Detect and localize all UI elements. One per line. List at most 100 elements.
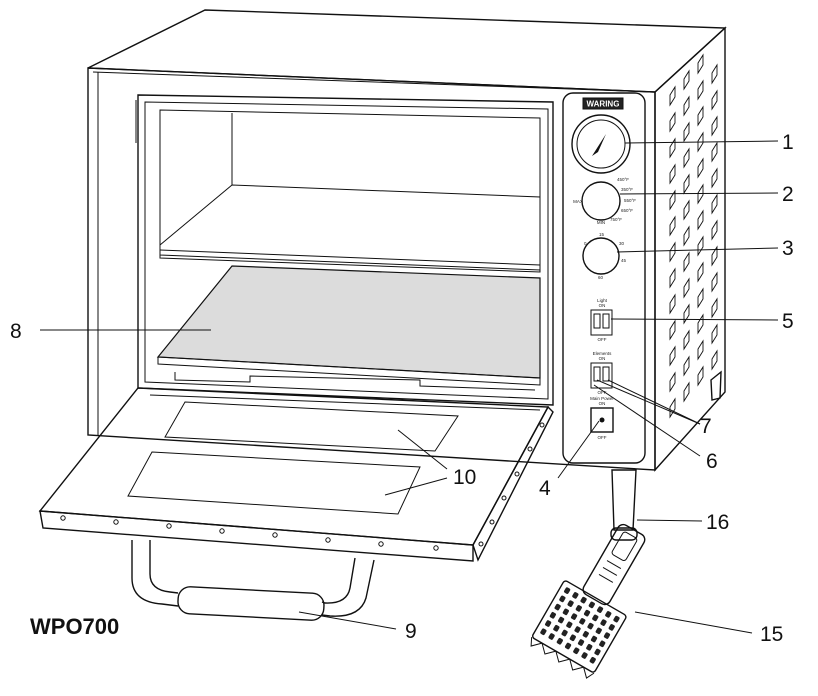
callout-15: 15	[760, 623, 783, 646]
label-elements-off: OFF	[598, 390, 607, 395]
vent-hole	[697, 261, 704, 283]
light-switches[interactable]: Light ON OFF	[590, 298, 613, 342]
bristle	[545, 620, 552, 627]
bristle	[589, 656, 596, 664]
label-main-off: OFF	[598, 435, 607, 440]
callout-9: 9	[405, 620, 417, 643]
bristle	[548, 633, 555, 640]
vent-hole	[697, 209, 704, 231]
brand-logo: WARING	[587, 100, 620, 109]
label-max: MAX	[573, 199, 583, 204]
bristle	[570, 613, 578, 620]
pizza-stone	[156, 265, 541, 379]
vent-hole	[697, 79, 704, 101]
bristle	[566, 621, 573, 629]
brush-bristles	[540, 587, 620, 664]
label-elements-on: ON	[599, 356, 606, 361]
label-light: Light	[597, 298, 608, 303]
bristle	[599, 640, 606, 648]
bristle	[588, 601, 595, 609]
vent-hole	[711, 115, 718, 137]
bristle	[559, 595, 566, 603]
main-power-switch[interactable]: Main Power ON OFF	[590, 396, 614, 440]
bristle	[564, 642, 572, 650]
bristle	[587, 622, 594, 630]
leader-lines	[40, 140, 779, 634]
label-timer-60: 60	[598, 275, 604, 280]
bristle	[583, 609, 591, 617]
label-temp-b: 350°F	[621, 187, 633, 192]
bristle	[572, 592, 579, 599]
vent-hole	[697, 313, 704, 335]
label-main-power: Main Power	[590, 396, 614, 401]
label-elements: Elements	[593, 351, 613, 356]
timer-knob[interactable]: 0 15 30 45 60	[582, 232, 627, 280]
vent-hole	[697, 339, 704, 361]
bristle	[594, 648, 601, 656]
vent-hole	[669, 85, 676, 107]
brand-badge	[582, 97, 624, 110]
callout-3: 3	[782, 237, 794, 260]
bristle	[590, 635, 598, 643]
callout-16: 16	[706, 511, 729, 534]
label-timer-15: 15	[599, 232, 605, 237]
vent-hole	[683, 303, 690, 325]
vent-hole	[683, 173, 690, 195]
bristle	[564, 587, 571, 594]
bristle	[562, 608, 569, 616]
vent-hole	[697, 157, 704, 179]
door-rivets	[60, 422, 545, 551]
vent-hole	[697, 235, 704, 257]
bristle	[549, 612, 556, 619]
vent-hole	[711, 193, 718, 215]
vent-hole	[669, 241, 676, 263]
vent-hole	[669, 111, 676, 133]
label-temp-e: 750°F	[610, 217, 622, 222]
bristle	[600, 619, 607, 626]
bristle	[581, 652, 588, 659]
oven-body	[87, 9, 727, 541]
callout-5: 5	[782, 310, 794, 333]
thermostat-knob[interactable]: MAX MIN 450°F 350°F 550°F 650°F 750°F	[573, 177, 636, 225]
callout-2: 2	[782, 183, 794, 206]
vent-hole	[669, 137, 676, 159]
vent-hole	[683, 147, 690, 169]
vent-hole	[683, 329, 690, 351]
bristle	[603, 632, 611, 639]
element-switches[interactable]: Elements ON OFF	[590, 351, 613, 395]
label-timer-30: 30	[619, 241, 625, 246]
label-timer-45: 45	[621, 258, 627, 263]
vent-hole	[697, 365, 704, 387]
door-handle[interactable]	[131, 540, 375, 621]
vent-hole	[683, 69, 690, 91]
bristle	[573, 647, 580, 655]
vent-hole	[683, 277, 690, 299]
vent-hole	[669, 163, 676, 185]
vent-hole	[711, 219, 718, 241]
vent-hole	[683, 199, 690, 221]
vent-hole	[669, 215, 676, 237]
vent-hole	[697, 53, 704, 75]
bristle	[592, 614, 599, 622]
vent-hole	[683, 381, 690, 403]
bristle	[575, 605, 582, 612]
vent-hole	[711, 297, 718, 319]
label-temp-d: 650°F	[621, 208, 633, 213]
temperature-gauge	[571, 114, 631, 174]
bristle	[540, 628, 547, 636]
vent-hole	[711, 323, 718, 345]
callout-numbers: 1 2 3 5 7 6 4 8 10 9 15 16	[10, 131, 794, 646]
vent-hole	[711, 141, 718, 163]
callout-1: 1	[782, 131, 794, 154]
bristle	[596, 606, 604, 613]
vent-hole	[669, 371, 676, 393]
vent-hole	[711, 349, 718, 371]
bristle	[613, 615, 620, 623]
vent-hole	[683, 355, 690, 377]
bristle	[569, 634, 576, 642]
bristle	[553, 624, 560, 632]
vent-hole	[697, 287, 704, 309]
label-timer-0: 0	[584, 241, 587, 246]
callout-6: 6	[706, 450, 718, 473]
